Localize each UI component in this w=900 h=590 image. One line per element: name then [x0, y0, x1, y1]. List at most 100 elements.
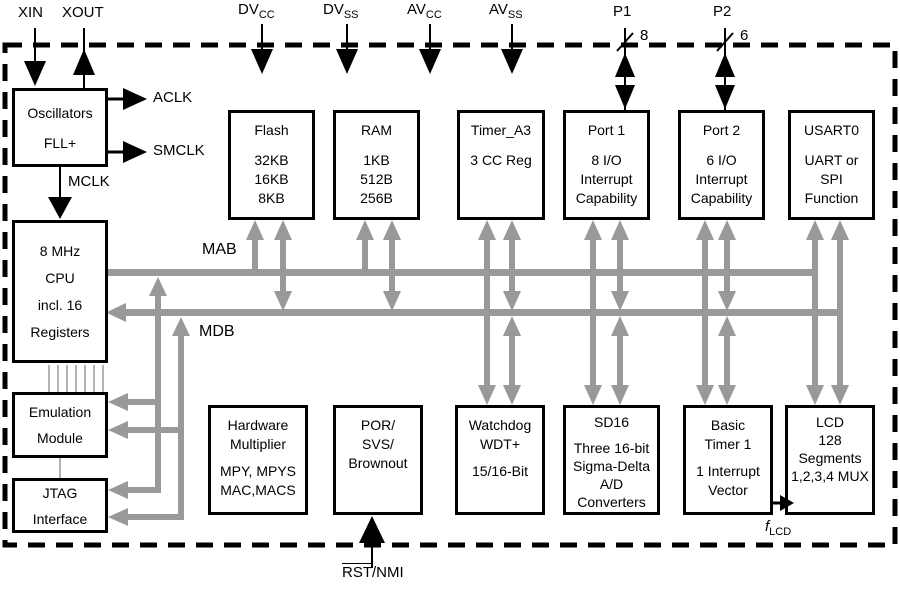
port1-sd16-bus-connectors — [584, 220, 629, 405]
watchdog-line: 15/16-Bit — [471, 463, 529, 479]
xin-pin-label: XIN — [18, 4, 44, 21]
block-ram: RAM 1KB 512B 256B — [333, 110, 420, 220]
jtag-line: Interface — [32, 510, 88, 527]
dvss-pin-label: DVSS — [323, 1, 359, 21]
flash-bus-connectors — [246, 220, 292, 311]
block-jtag-interface: JTAG Interface — [12, 478, 108, 533]
rst-nmi-label: RST/NMI — [342, 564, 404, 581]
chip-boundary-dashed-border — [2, 42, 898, 548]
port1-title: Port 1 — [587, 122, 626, 138]
block-por-svs-brownout: POR/ SVS/ Brownout — [333, 405, 423, 515]
block-oscillators: Oscillators FLL+ — [12, 88, 108, 167]
sd16-line: A/D — [599, 476, 624, 492]
aclk-arrow — [108, 88, 147, 110]
xin-pin-arrow — [24, 28, 46, 86]
block-port2: Port 2 6 I/O Interrupt Capability — [678, 110, 765, 220]
ram-line: 256B — [360, 190, 393, 206]
hw-multiplier-line: Multiplier — [229, 436, 286, 452]
p2-pin-arrow — [715, 28, 735, 112]
usart0-line: Function — [804, 190, 859, 206]
block-usart0: USART0 UART or SPI Function — [788, 110, 875, 220]
block-port1: Port 1 8 I/O Interrupt Capability — [563, 110, 650, 220]
ram-bus-connectors — [356, 220, 401, 311]
usart-lcd-bus-connectors — [806, 220, 849, 405]
p1-pin-label: P1 — [613, 3, 632, 20]
port2-line: Capability — [690, 190, 753, 206]
watchdog-line: WDT+ — [479, 436, 521, 452]
smclk-arrow — [108, 141, 147, 163]
hw-multiplier-line: Hardware — [227, 417, 289, 433]
p2-bus-width-label: 6 — [740, 27, 749, 44]
sd16-line: Three 16-bit — [573, 440, 650, 456]
cpu-emulation-links — [48, 365, 104, 478]
port2-line: Interrupt — [695, 171, 748, 187]
emulation-line: Module — [37, 430, 83, 446]
lcd-line: Segments — [798, 450, 862, 466]
ram-line: 512B — [360, 171, 393, 187]
dvcc-pin-label: DVCC — [238, 1, 275, 21]
oscillators-line: Oscillators — [27, 104, 93, 121]
smclk-label: SMCLK — [153, 142, 205, 159]
block-watchdog: Watchdog WDT+ 15/16-Bit — [455, 405, 545, 515]
port1-line: 8 I/O — [591, 152, 622, 168]
flash-title: Flash — [254, 122, 289, 138]
cpu-line: Registers — [30, 323, 90, 340]
ram-title: RAM — [360, 122, 393, 138]
emulation-line: Emulation — [28, 404, 92, 420]
port1-line: Interrupt — [580, 171, 633, 187]
block-basic-timer1: Basic Timer 1 1 Interrupt Vector — [683, 405, 773, 515]
xout-pin-arrow — [73, 28, 95, 88]
port2-title: Port 2 — [702, 122, 741, 138]
avcc-pin-label: AVCC — [407, 1, 442, 21]
sd16-line: Sigma-Delta — [572, 458, 651, 474]
mclk-arrow — [48, 167, 72, 219]
por-line: POR/ — [360, 417, 396, 433]
timer-a3-title: Timer_A3 — [470, 122, 532, 138]
hw-multiplier-line: MPY, MPYS — [220, 463, 296, 479]
hw-multiplier-line: MAC,MACS — [220, 482, 296, 498]
basic-timer-line: Timer 1 — [704, 436, 752, 452]
mdb-bus-label: MDB — [199, 323, 235, 340]
p1-bus-width-label: 8 — [640, 27, 649, 44]
ram-line: 1KB — [363, 152, 390, 168]
block-emulation-module: Emulation Module — [12, 392, 108, 458]
mab-bus-label: MAB — [202, 241, 237, 258]
usart0-title: USART0 — [804, 122, 859, 138]
cpu-line: incl. 16 — [37, 296, 83, 313]
flash-line: 8KB — [258, 190, 285, 206]
usart0-line: SPI — [820, 171, 843, 187]
xout-pin-label: XOUT — [62, 4, 104, 21]
debug-bus-branches — [108, 277, 190, 526]
flash-line: 16KB — [254, 171, 289, 187]
lcd-line: 1,2,3,4 MUX — [791, 468, 869, 484]
port2-line: 6 I/O — [706, 152, 737, 168]
block-flash: Flash 32KB 16KB 8KB — [228, 110, 315, 220]
mab-bus — [108, 269, 815, 276]
avss-pin-label: AVSS — [489, 1, 523, 21]
flash-line: 32KB — [254, 152, 289, 168]
por-line: SVS/ — [362, 436, 394, 452]
cpu-line: 8 MHz — [39, 242, 81, 259]
basic-timer-line: Vector — [708, 482, 748, 498]
p2-pin-label: P2 — [713, 3, 732, 20]
rst-nmi-pin-arrow — [359, 516, 385, 568]
sd16-title: SD16 — [593, 414, 630, 430]
basic-timer-line: 1 Interrupt — [696, 463, 760, 479]
block-lcd: LCD 128 Segments 1,2,3,4 MUX — [785, 405, 875, 515]
watchdog-line: Watchdog — [468, 417, 532, 433]
port1-line: Capability — [575, 190, 638, 206]
mdb-bus — [106, 303, 840, 322]
timer-a3-line: 3 CC Reg — [470, 152, 532, 168]
block-hardware-multiplier: Hardware Multiplier MPY, MPYS MAC,MACS — [208, 405, 308, 515]
power-pin-arrows — [251, 24, 523, 74]
oscillators-line: FLL+ — [43, 134, 77, 151]
timer-watchdog-bus-connectors — [478, 220, 521, 405]
aclk-label: ACLK — [153, 89, 193, 106]
p1-pin-arrow — [615, 28, 635, 112]
por-line: Brownout — [348, 455, 408, 471]
block-sd16: SD16 Three 16-bit Sigma-Delta A/D Conver… — [563, 405, 660, 515]
block-cpu: 8 MHz CPU incl. 16 Registers — [12, 220, 108, 363]
jtag-line: JTAG — [42, 484, 78, 501]
